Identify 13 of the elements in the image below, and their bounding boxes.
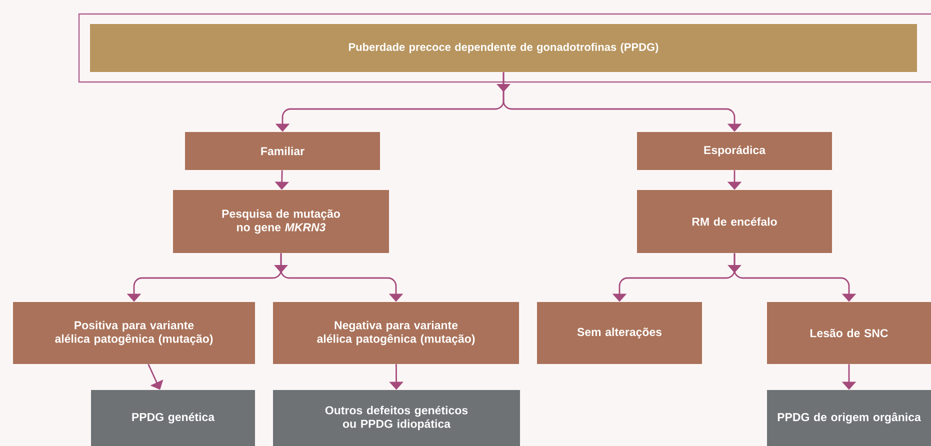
process-box: RM de encéfalo — [637, 190, 832, 253]
outcome-box: PPDG genética — [91, 390, 255, 446]
outcome-box: Outros defeitos genéticos ou PPDG idiopática — [273, 390, 520, 446]
process-box: Lesão de SNC — [767, 302, 931, 364]
process-box: Familiar — [185, 132, 380, 170]
process-box: Sem alterações — [537, 302, 702, 364]
outcome-box: PPDG de origem orgânica — [767, 390, 931, 446]
process-box: Negativa para variante alélica patogênica (mutação) — [273, 302, 519, 364]
process-box: Positiva para variante alélica patogênica (mutação) — [13, 302, 255, 364]
arrow — [148, 364, 164, 390]
title-box: Puberdade precoce dependente de gonadotrofinas (PPDG) — [90, 24, 917, 72]
process-box: Esporádica — [637, 132, 832, 170]
process-box: Pesquisa de mutação no gene MKRN3 — [173, 190, 389, 253]
